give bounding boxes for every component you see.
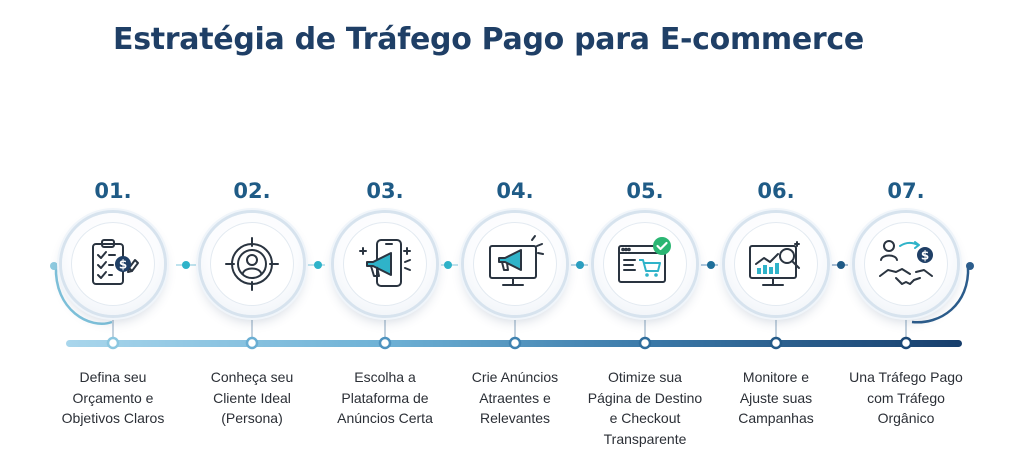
- step-number: 01.: [94, 179, 132, 203]
- checkout-page-icon: [618, 237, 671, 283]
- phone-megaphone-icon: [359, 239, 411, 287]
- step-number: 02.: [233, 179, 271, 203]
- step-icon-circle: $: [62, 213, 164, 315]
- step-icon-circle: [594, 213, 696, 315]
- handshake-dollar-icon: $: [879, 240, 933, 285]
- step-number: 07.: [887, 179, 925, 203]
- step-number: 06.: [757, 179, 795, 203]
- svg-text:$: $: [119, 258, 127, 272]
- timeline-end-arc: [911, 265, 970, 324]
- timeline-end-dot: [966, 262, 974, 270]
- persona-target-icon: [225, 237, 279, 291]
- svg-text:$: $: [921, 249, 929, 263]
- step-number: 05.: [626, 179, 664, 203]
- step-icon-circle: [464, 213, 566, 315]
- page-title: Estratégia de Tráfego Pago para E-commer…: [113, 22, 864, 57]
- budget-checklist-icon: $: [92, 239, 139, 285]
- circle-connectors: [176, 261, 848, 269]
- step-icon-circle: [201, 213, 303, 315]
- timeline-start-arc: [54, 265, 113, 325]
- timeline-start-dot: [50, 262, 58, 270]
- monitor-megaphone-icon: [489, 235, 544, 286]
- step-icon-circle: [334, 213, 436, 315]
- step-icon-circle: $: [855, 213, 957, 315]
- step-number: 03.: [366, 179, 404, 203]
- step-number: 04.: [496, 179, 534, 203]
- analytics-monitor-icon: [749, 241, 800, 286]
- step-icon-circle: [725, 213, 827, 315]
- step-dots: [106, 336, 913, 350]
